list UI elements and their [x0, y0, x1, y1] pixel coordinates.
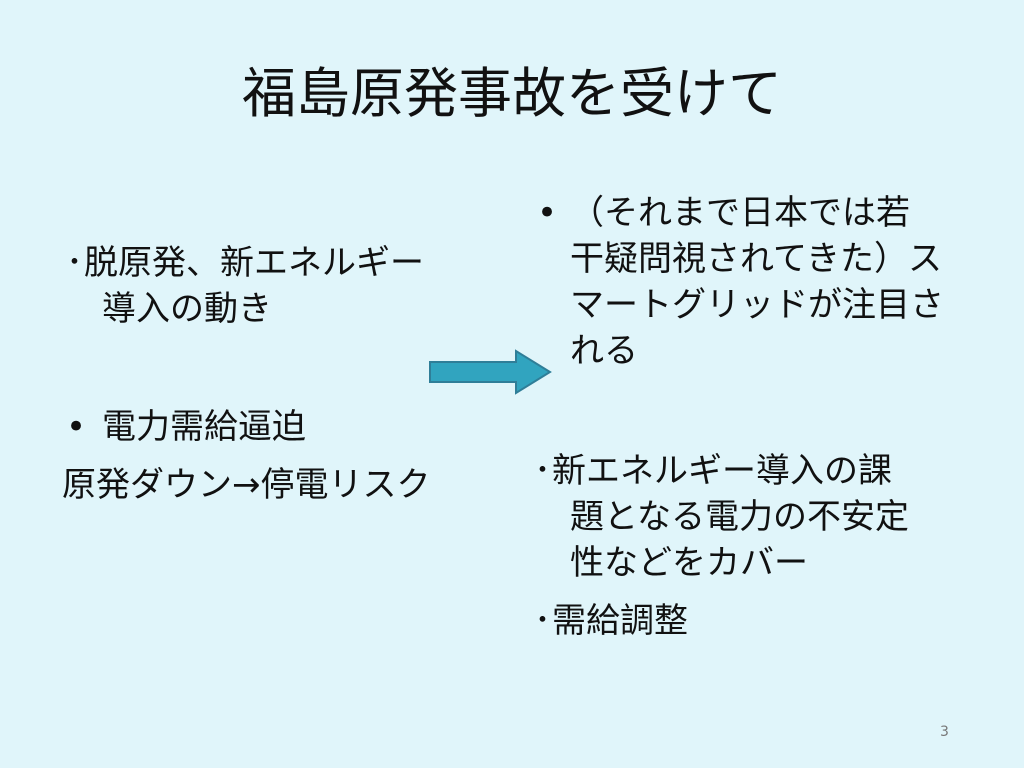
right-item-1-line-4: れる [570, 331, 638, 371]
right-item-1-line-2: 干疑問視されてきた）ス [570, 239, 942, 279]
right-item-2-line-2: 題となる電力の不安定 [570, 497, 909, 537]
right-arrow-icon [429, 349, 552, 395]
right-item-3-line-1: 需給調整 [552, 601, 688, 641]
right-item-1-line-3: マートグリッドが注目さ [570, 285, 944, 325]
right-item-2-line-3: 性などをカバー [570, 543, 808, 583]
right-bullet-3: ･ [534, 601, 551, 641]
left-bullet-1: ･ [66, 243, 83, 283]
left-item-2-line-2: 原発ダウン→停電リスク [62, 465, 431, 505]
slide-title: 福島原発事故を受けて [242, 62, 782, 125]
right-item-1-line-1: （それまで日本では若 [570, 193, 910, 233]
right-item-2-line-1: 新エネルギー導入の課 [552, 451, 892, 491]
right-bullet-2: ･ [534, 451, 551, 491]
right-bullet-1: • [537, 193, 558, 233]
left-item-1-line-2: 導入の動き [102, 289, 272, 329]
slide-page-number: 3 [940, 724, 949, 740]
left-bullet-2: • [66, 407, 87, 447]
left-item-2-line-1: 電力需給逼迫 [102, 407, 306, 447]
left-item-1-line-1: 脱原発、新エネルギー [84, 243, 424, 283]
